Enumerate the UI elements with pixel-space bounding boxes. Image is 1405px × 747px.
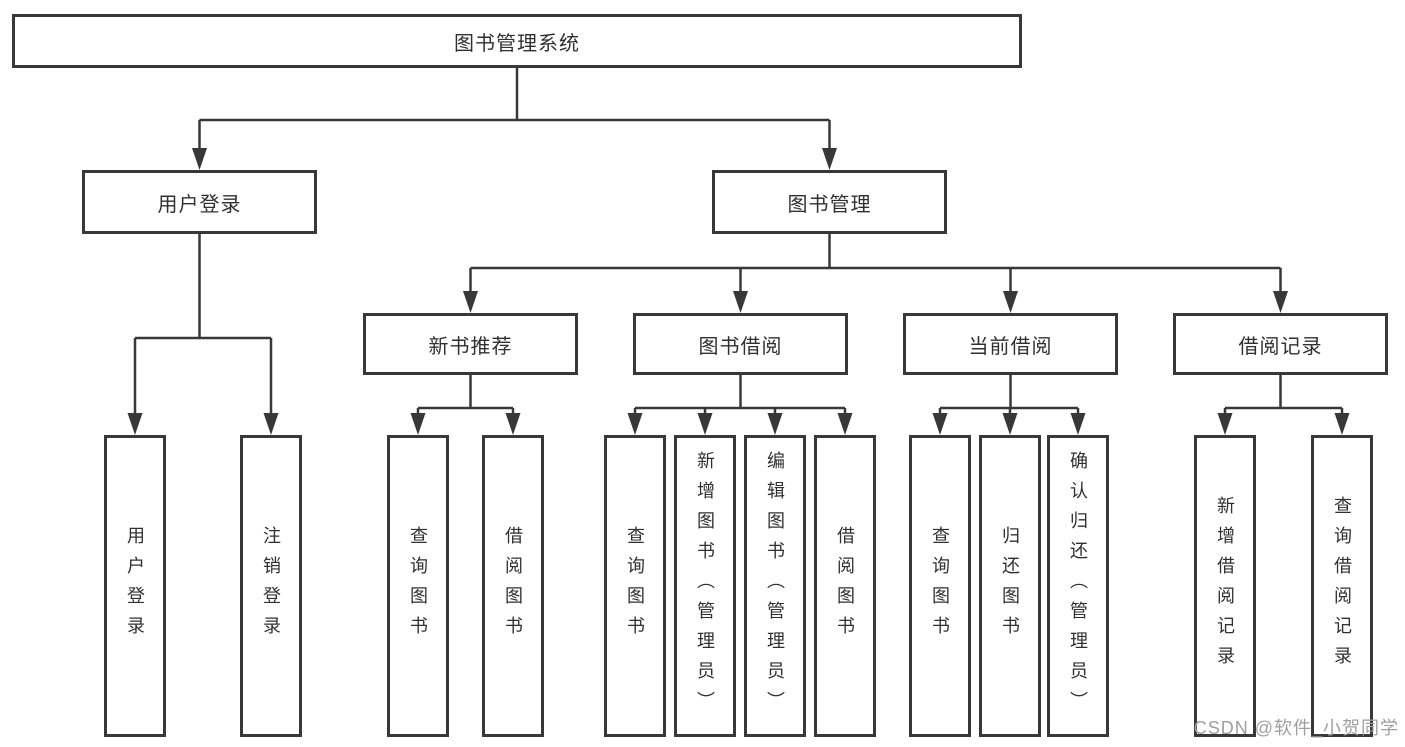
leaf-borrow-books-borrowing: 借阅图书	[814, 435, 876, 737]
leaf-label: 归还图书	[1000, 526, 1020, 646]
node-label: 新书推荐	[428, 335, 513, 358]
leaf-label: 查询图书	[625, 526, 645, 646]
node-label: 图书借阅	[698, 335, 783, 358]
leaf-label: 借阅图书	[503, 526, 523, 646]
leaf-query-books-recommend: 查询图书	[387, 435, 449, 737]
node-label: 当前借阅	[968, 335, 1053, 358]
leaf-edit-book-admin: 编辑图书（管理员）	[744, 435, 806, 737]
leaf-label: 用户登录	[125, 526, 145, 646]
leaf-add-borrow-record: 新增借阅记录	[1194, 435, 1256, 737]
leaf-borrow-books-recommend: 借阅图书	[482, 435, 544, 737]
node-label: 图书管理	[787, 193, 872, 216]
leaf-query-borrow-record: 查询借阅记录	[1311, 435, 1373, 737]
leaf-label: 确认归还（管理员）	[1068, 451, 1088, 721]
leaf-label: 新增借阅记录	[1215, 496, 1235, 676]
leaf-label: 借阅图书	[835, 526, 855, 646]
leaf-label: 查询图书	[408, 526, 428, 646]
leaf-label: 新增图书（管理员）	[695, 451, 715, 721]
leaf-label: 编辑图书（管理员）	[765, 451, 785, 721]
node-label: 用户登录	[157, 193, 242, 216]
node-user-login: 用户登录	[82, 170, 317, 234]
leaf-query-books-current: 查询图书	[909, 435, 971, 737]
leaf-logout: 注销登录	[240, 435, 302, 737]
leaf-user-login: 用户登录	[104, 435, 166, 737]
leaf-add-book-admin: 新增图书（管理员）	[674, 435, 736, 737]
node-borrowing-records: 借阅记录	[1173, 313, 1388, 375]
node-book-borrowing: 图书借阅	[633, 313, 848, 375]
leaf-confirm-return-admin: 确认归还（管理员）	[1047, 435, 1109, 737]
leaf-label: 注销登录	[261, 526, 281, 646]
node-book-management-system: 图书管理系统	[12, 14, 1022, 68]
node-label: 图书管理系统	[454, 32, 580, 55]
node-new-book-recommendation: 新书推荐	[363, 313, 578, 375]
leaf-query-books-borrowing: 查询图书	[604, 435, 666, 737]
node-label: 借阅记录	[1238, 335, 1323, 358]
csdn-watermark: CSDN @软件_小贺同学	[1193, 718, 1399, 738]
leaf-label: 查询图书	[930, 526, 950, 646]
leaf-return-book: 归还图书	[979, 435, 1041, 737]
leaf-label: 查询借阅记录	[1332, 496, 1352, 676]
node-book-management: 图书管理	[712, 170, 947, 234]
arrowheads	[127, 148, 1350, 435]
node-current-borrowing: 当前借阅	[903, 313, 1118, 375]
